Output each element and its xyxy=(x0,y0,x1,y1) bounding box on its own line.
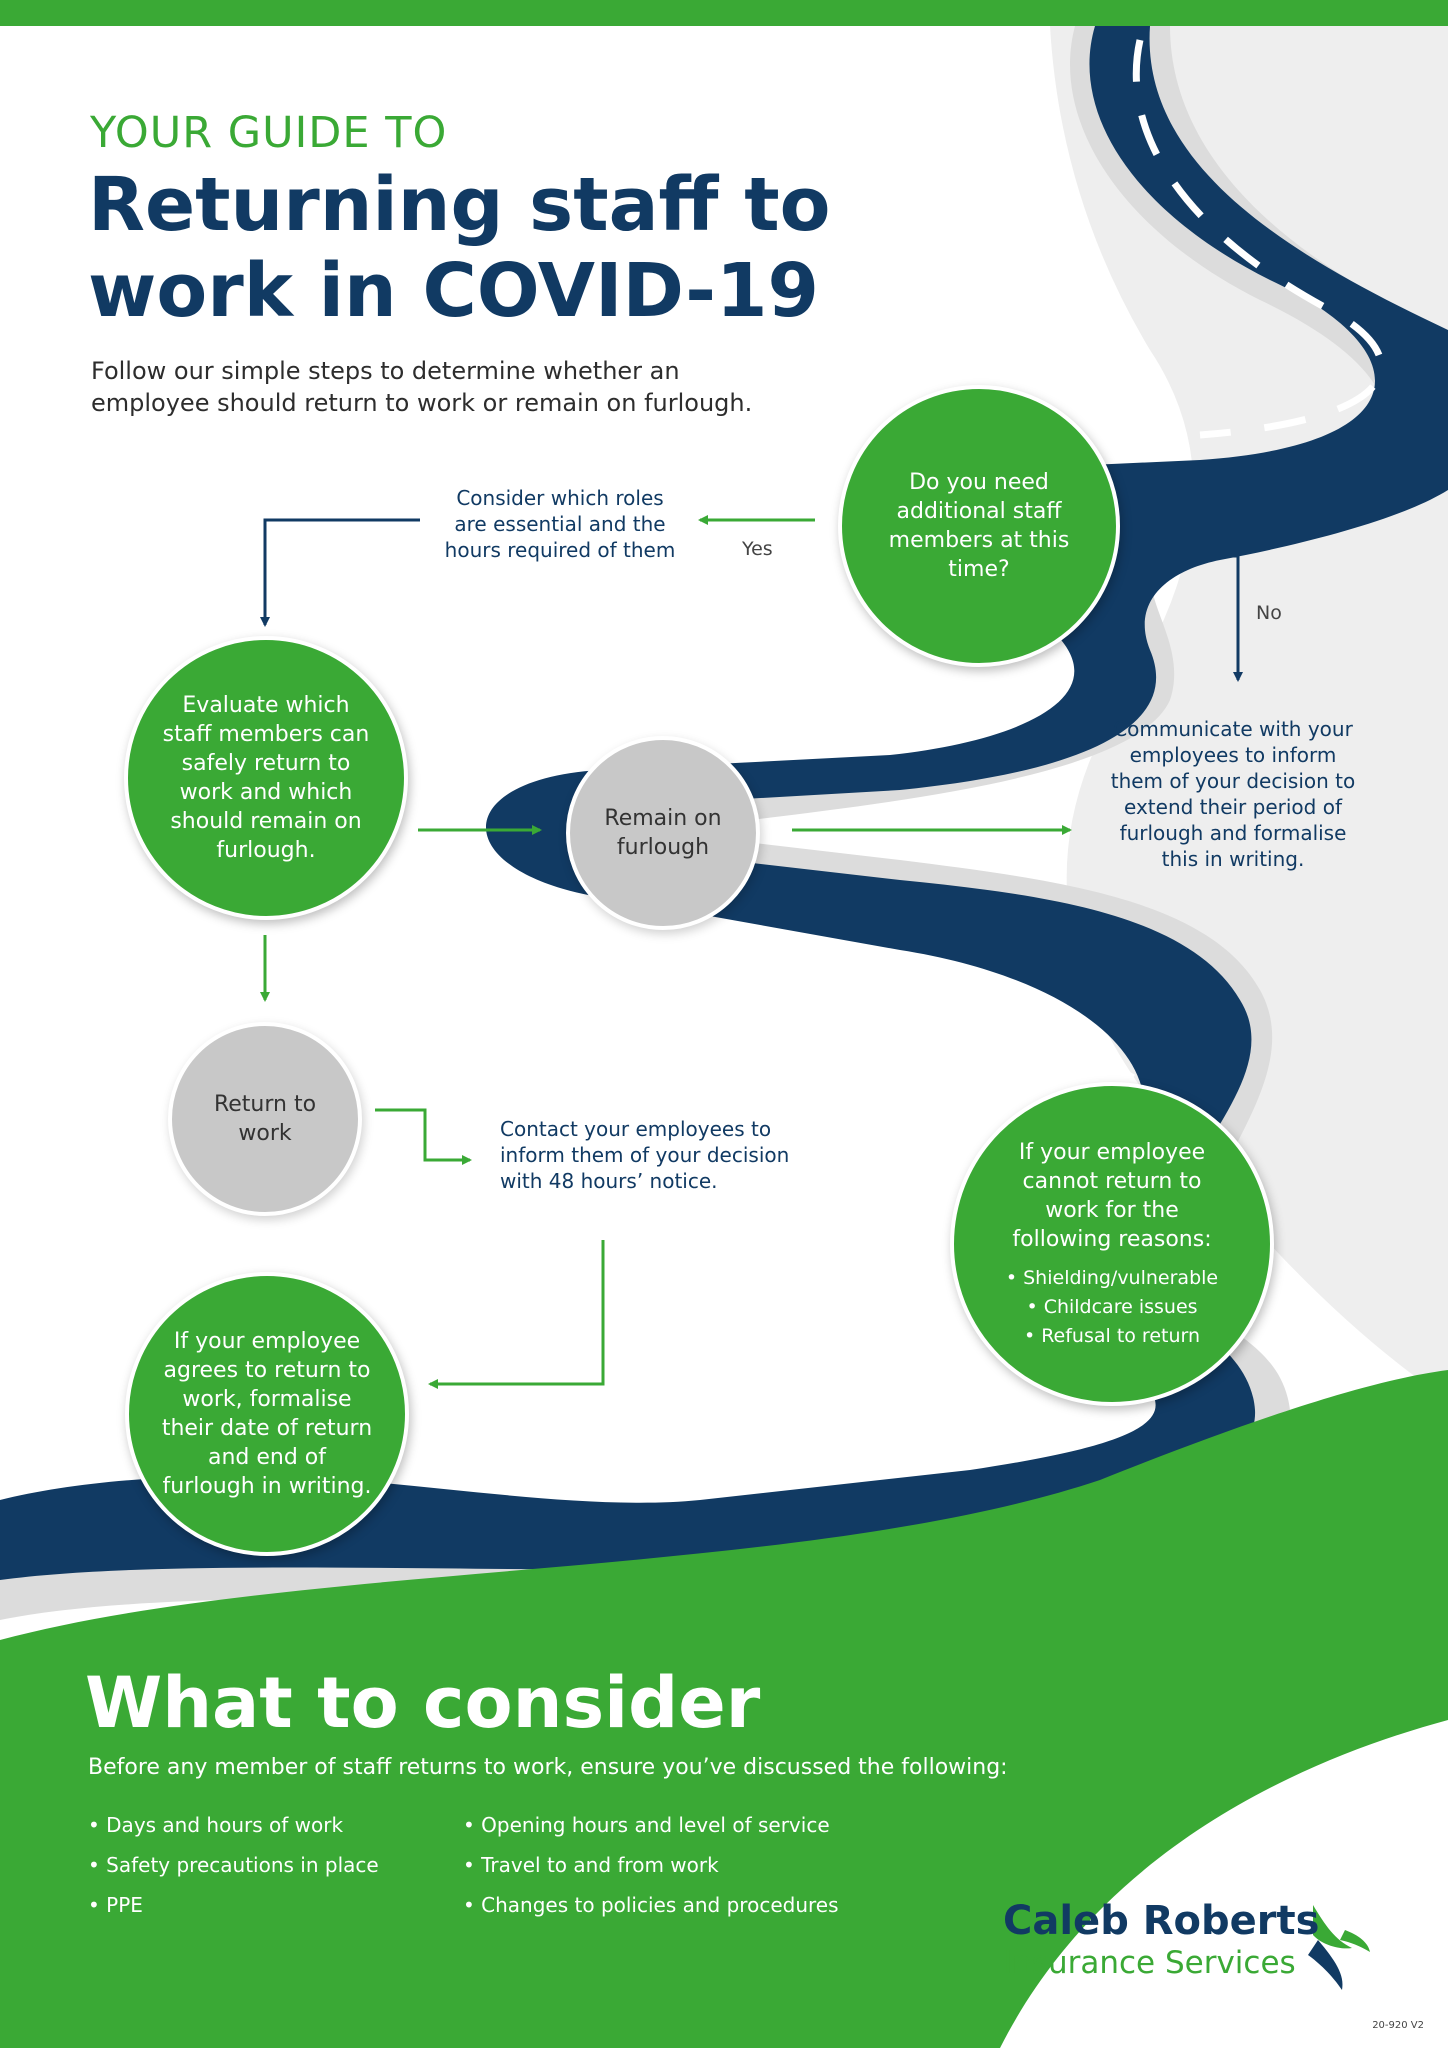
communicate-note: Communicate with your employees to infor… xyxy=(1110,717,1356,871)
remain-on-furlough-circle: Remain on furlough xyxy=(566,736,760,930)
return-text: Return to work xyxy=(213,1092,317,1146)
consider-item: Opening hours and level of service xyxy=(463,1805,839,1845)
question-circle-need-staff: Do you need additional staff members at … xyxy=(838,385,1120,667)
arrow-consider-down xyxy=(260,518,420,627)
document-code: 20-920 V2 xyxy=(1372,2020,1424,2031)
cannot-return-circle: If your employee cannot return to work f… xyxy=(950,1082,1274,1406)
consider-item: Days and hours of work xyxy=(88,1805,379,1845)
connectors xyxy=(260,515,1243,1435)
arrow-no xyxy=(1140,554,1243,682)
page-title: Returning staff to work in COVID-19 xyxy=(88,162,831,334)
intro-text: Follow our simple steps to determine whe… xyxy=(91,357,753,417)
consider-list-col2: Opening hours and level of service Trave… xyxy=(463,1805,839,1925)
reason-item: Refusal to return xyxy=(1006,1322,1218,1351)
consider-list-col1: Days and hours of work Safety precaution… xyxy=(88,1805,379,1925)
question-text: Do you need additional staff members at … xyxy=(888,470,1070,582)
consider-item: PPE xyxy=(88,1885,379,1925)
yes-label: Yes xyxy=(742,538,773,560)
cannot-return-text: If your employee cannot return to work f… xyxy=(1012,1139,1212,1252)
swoosh-icon xyxy=(1308,1905,1370,1990)
evaluate-text: Evaluate which staff members can safely … xyxy=(162,693,370,863)
consider-item: Safety precautions in place xyxy=(88,1845,379,1885)
reason-item: Childcare issues xyxy=(1006,1293,1218,1322)
consider-intro: Before any member of staff returns to wo… xyxy=(88,1755,1008,1780)
remain-text: Remain on furlough xyxy=(604,806,722,860)
consider-item: Changes to policies and procedures xyxy=(463,1885,838,1925)
contact-note: Contact your employees to inform them of… xyxy=(500,1117,790,1193)
no-label: No xyxy=(1256,602,1282,624)
reasons-list: Shielding/vulnerable Childcare issues Re… xyxy=(1006,1264,1218,1351)
agrees-text: If your employee agrees to return to wor… xyxy=(161,1329,373,1499)
brand-subtitle: Insurance Services xyxy=(1003,1945,1296,1981)
consider-item: Travel to and from work xyxy=(463,1845,839,1885)
legal-advice-note: Seek legal advice from your service prov… xyxy=(710,1391,990,1467)
evaluate-circle: Evaluate which staff members can safely … xyxy=(124,636,408,920)
top-strip xyxy=(0,0,1448,26)
reason-item: Shielding/vulnerable xyxy=(1006,1264,1218,1293)
consider-heading: What to consider xyxy=(85,1662,761,1744)
brand-name: Caleb Roberts xyxy=(1003,1898,1320,1944)
guide-kicker: YOUR GUIDE TO xyxy=(90,108,448,158)
consider-roles-note: Consider which roles are essential and t… xyxy=(444,486,676,562)
arrow-return-contact xyxy=(375,1108,472,1165)
return-to-work-circle: Return to work xyxy=(168,1022,362,1216)
arrow-contact-agrees xyxy=(428,1240,605,1389)
agrees-circle: If your employee agrees to return to wor… xyxy=(125,1272,409,1556)
